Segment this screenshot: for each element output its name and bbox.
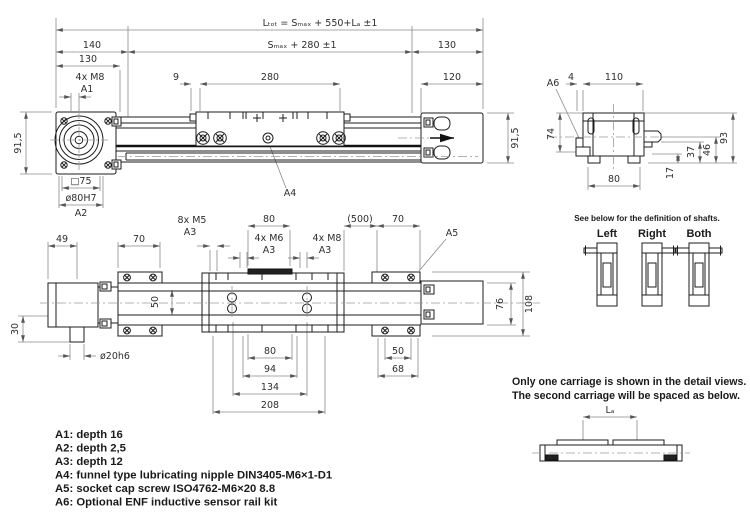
dim-sq75: □75: [70, 176, 91, 187]
dim-80-top: 80: [263, 214, 275, 225]
side-view-body: [548, 104, 668, 170]
dim-80-bottom: 80: [264, 346, 276, 357]
carriage-note-line1: Only one carriage is shown in the detail…: [512, 376, 746, 388]
shaft-diagram-left: [583, 242, 618, 307]
dim-4: 4: [568, 72, 574, 83]
top-view-left-block: [54, 111, 122, 175]
dim-4xm8: 4x M8: [76, 72, 105, 83]
label-a3-m6: A3: [263, 245, 276, 256]
plan-view-dimension-lines: [21, 224, 525, 414]
dim-500: (500): [347, 214, 373, 225]
dim-la: Lₐ: [605, 405, 614, 416]
dim-49: 49: [56, 234, 68, 245]
dim-9: 9: [173, 72, 179, 83]
plan-view-left-clamp-plates: [117, 271, 163, 337]
top-view: Lₜₒₜ = Sₘₐₓ + 550+Lₐ ±1 140 Sₘₐₓ + 280 ±…: [13, 18, 521, 219]
dim-140: 140: [83, 40, 101, 51]
shaft-key-both-label: Both: [686, 228, 711, 240]
dim-208: 208: [261, 400, 279, 411]
dim-130-left: 130: [79, 54, 97, 65]
shaft-key-note: See below for the definition of shafts.: [574, 214, 720, 223]
top-view-carriage: [189, 111, 351, 147]
label-a3-m8: A3: [319, 245, 332, 256]
dim-915-left: 91,5: [13, 132, 24, 153]
carriage-bolts: [196, 131, 346, 145]
plan-view-body: [117, 282, 421, 326]
plan-view-right-clamp-plates: [371, 271, 421, 337]
dim-74: 74: [546, 128, 557, 140]
dim-ltot: Lₜₒₜ = Sₘₐₓ + 550+Lₐ ±1: [263, 18, 378, 29]
dim-dia80: ø80H7: [65, 193, 96, 204]
label-a3-m5: A3: [184, 227, 197, 238]
dim-110: 110: [605, 72, 623, 83]
note-a4: A4: funnel type lubricating nipple DIN34…: [55, 470, 332, 482]
carriage-note-line2: The second carriage will be spaced as be…: [512, 390, 740, 402]
spacing-diagram: [532, 439, 690, 462]
shaft-key-left-label: Left: [597, 228, 618, 240]
dim-70-right: 70: [392, 214, 404, 225]
dim-37: 37: [686, 146, 697, 158]
dim-8xm5: 8x M5: [178, 215, 207, 226]
top-view-right-block: [398, 112, 484, 164]
plan-view-right-end-block: [420, 280, 484, 325]
dim-17: 17: [665, 167, 676, 179]
label-a5: A5: [446, 228, 459, 239]
side-view-dimension-lines: [555, 82, 735, 188]
shaft-diagram-right: [641, 242, 676, 307]
dim-4xm6: 4x M6: [255, 233, 284, 244]
notes-block: A1: depth 16 A2: depth 2,5 A3: depth 12 …: [55, 429, 332, 509]
dim-68: 68: [392, 364, 404, 375]
dim-280: 280: [261, 72, 279, 83]
plan-view-carriage: [201, 268, 345, 333]
dim-dia20: ø20h6: [100, 351, 130, 362]
spacing-extension-lines: [582, 420, 638, 441]
note-a6: A6: Optional ENF inductive sensor rail k…: [55, 497, 277, 509]
label-a2: A2: [75, 208, 88, 219]
side-view: A6 4 110 74 93 46 37 17 80: [546, 72, 737, 190]
shaft-key: See below for the definition of shafts. …: [574, 214, 723, 307]
dim-915-right: 91,5: [510, 127, 521, 148]
plan-carriage-ticks: [215, 273, 329, 332]
dim-46: 46: [702, 144, 713, 156]
label-a1: A1: [81, 84, 94, 95]
plan-view-extension-lines: [18, 230, 530, 414]
plan-view: 49 70 8x M5 A3 80 4x M6 A3 4x M8 A3 (500…: [10, 214, 540, 414]
dim-130-right: 130: [438, 40, 456, 51]
dim-50-mid: 50: [150, 296, 161, 308]
shaft-key-right-label: Right: [638, 228, 666, 240]
dim-4xm8-plan: 4x M8: [313, 233, 342, 244]
dim-50-bottom: 50: [392, 346, 404, 357]
drive-shaft: [69, 326, 85, 343]
dim-76: 76: [495, 298, 506, 310]
note-a1: A1: depth 16: [55, 429, 123, 441]
dim-93: 93: [719, 132, 730, 144]
note-a3: A3: depth 12: [55, 456, 123, 468]
note-a5: A5: socket cap screw ISO4762-M6×20 8.8: [55, 483, 275, 495]
lube-port-tab: [643, 130, 662, 143]
carriage-spacing: Only one carriage is shown in the detail…: [512, 376, 746, 462]
dim-70-left: 70: [133, 234, 145, 245]
top-view-dimension-lines: [24, 28, 510, 207]
label-a6: A6: [547, 78, 560, 89]
plan-view-left-end: [47, 281, 119, 343]
sensor-rail: [575, 137, 584, 148]
carriage-edge-ticks: [207, 112, 328, 122]
lube-strip: [247, 268, 293, 275]
label-a4: A4: [284, 188, 297, 199]
dim-80-side: 80: [608, 174, 620, 185]
dim-30: 30: [10, 323, 21, 335]
shaft-diagram-both: [675, 242, 723, 307]
dim-120: 120: [443, 72, 461, 83]
dim-108: 108: [524, 295, 535, 313]
dim-94: 94: [264, 364, 276, 375]
left-block-corner-screws: [60, 117, 112, 169]
dim-smax: Sₘₐₓ + 280 ±1: [267, 40, 336, 51]
dim-134: 134: [261, 382, 279, 393]
note-a2: A2: depth 2,5: [55, 443, 126, 455]
